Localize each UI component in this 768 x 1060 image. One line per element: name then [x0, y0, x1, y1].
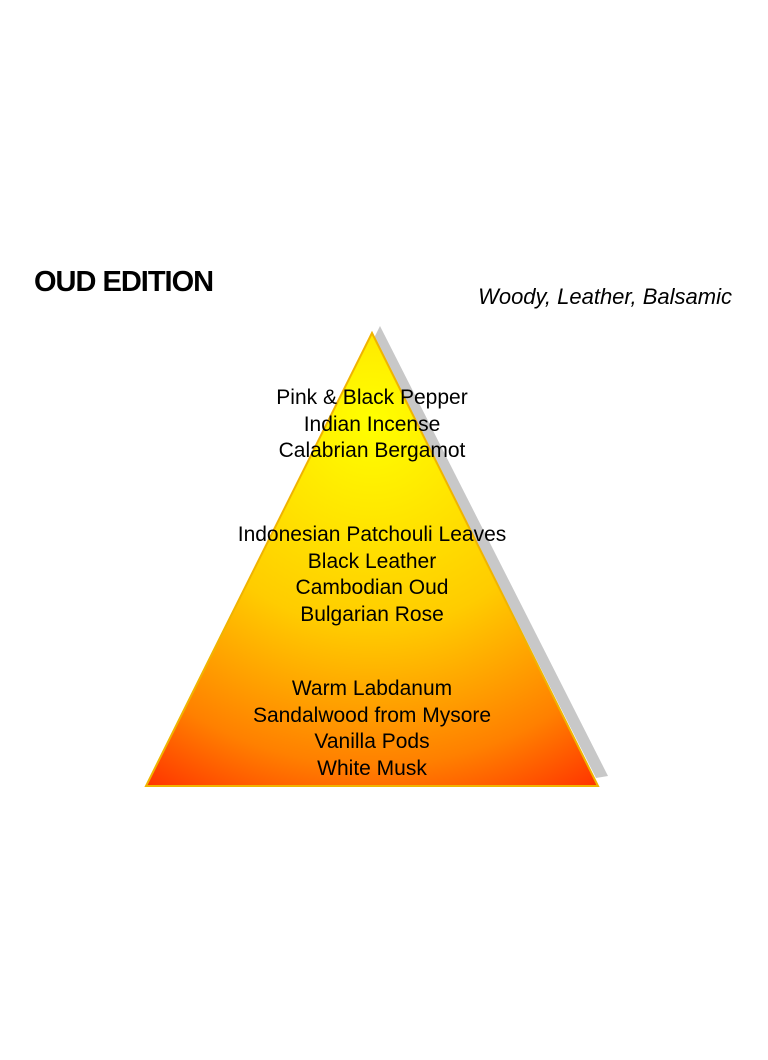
- top-notes: Pink & Black Pepper Indian Incense Calab…: [222, 385, 522, 465]
- note-item: Warm Labdanum: [291, 677, 453, 700]
- note-item: Cambodian Oud: [295, 576, 449, 599]
- base-notes: Warm Labdanum Sandalwood from Mysore Van…: [222, 676, 522, 782]
- note-item: Indian Incense: [303, 412, 441, 436]
- pyramid-shadow: [374, 326, 608, 778]
- pyramid-triangle: [144, 330, 600, 787]
- note-item: White Musk: [317, 756, 427, 780]
- note-item: Vanilla Pods: [314, 730, 430, 753]
- note-item: Pink & Black Pepper: [276, 386, 468, 409]
- fragrance-family: Woody, Leather, Balsamic: [478, 284, 732, 309]
- note-item: Black Leather: [307, 549, 437, 573]
- heart-notes: Indonesian Patchouli Leaves Black Leathe…: [222, 522, 522, 628]
- note-item: Bulgarian Rose: [300, 602, 444, 626]
- note-item: Indonesian Patchouli Leaves: [237, 523, 507, 546]
- note-item: Sandalwood from Mysore: [252, 703, 492, 727]
- page-title: OUD EDITION: [34, 266, 214, 298]
- note-item: Calabrian Bergamot: [278, 439, 466, 462]
